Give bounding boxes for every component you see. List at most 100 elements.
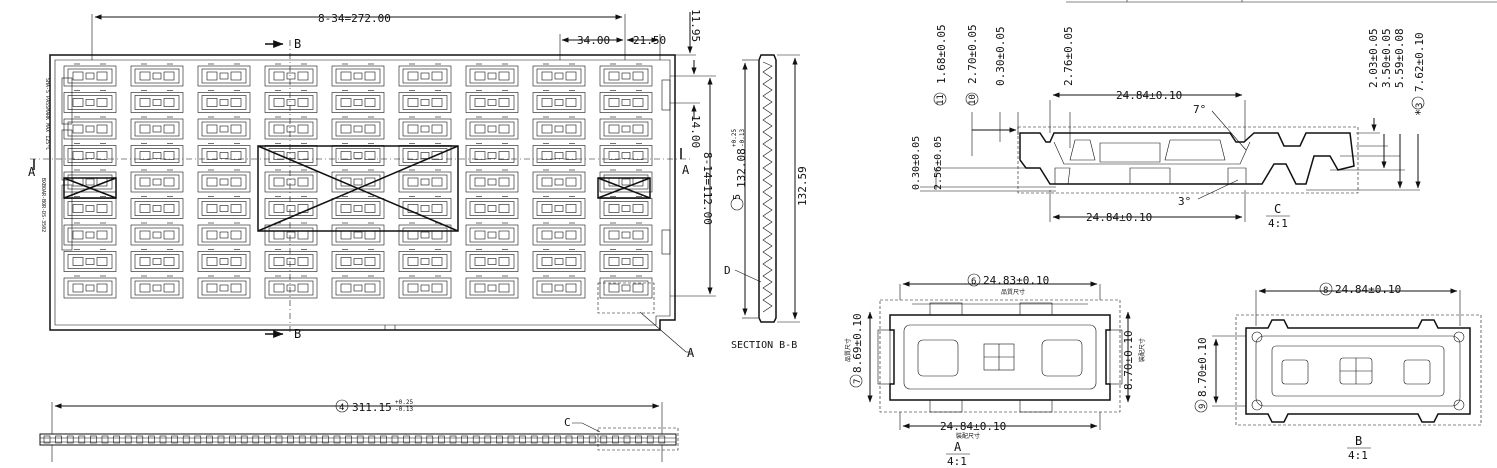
section-dim-5-tol-up: +0.25 — [731, 129, 738, 147]
section-title: SECTION B-B — [731, 340, 797, 351]
pocket — [63, 90, 117, 113]
front-tooth — [136, 435, 144, 444]
front-tooth — [182, 435, 190, 444]
pocket — [465, 222, 519, 246]
front-tooth — [66, 435, 74, 444]
pocket — [264, 90, 318, 113]
a-scale: 4:1 — [947, 455, 967, 468]
left-engraving-1: SHA-S PASSMARK MAX 125°C — [44, 78, 50, 150]
pocket — [331, 275, 385, 299]
pocket — [63, 249, 117, 272]
c-dim-10: 2.70±0.05 — [966, 24, 979, 84]
c-dim-0-30b: 0.30±0.05 — [911, 136, 922, 190]
front-tooth — [124, 435, 132, 444]
pocket — [532, 196, 586, 219]
front-tooth — [322, 435, 329, 444]
c-dim-10-num: 10 — [968, 94, 978, 105]
pocket — [197, 143, 251, 166]
pocket — [599, 143, 653, 166]
a-dim-7-num: 7 — [853, 379, 863, 384]
c-dim-3-num: 3 — [1415, 103, 1425, 108]
c-angle-3: 3° — [1178, 195, 1191, 208]
pocket — [398, 90, 452, 113]
pocket — [63, 116, 117, 140]
pocket — [63, 63, 117, 87]
pocket — [465, 90, 519, 113]
front-tooth — [449, 435, 457, 444]
a-dim-6-note: 品質尺寸 — [1001, 288, 1025, 296]
c-dim-5-59: 5.59±0.08 — [1393, 28, 1406, 88]
pocket — [331, 63, 385, 87]
front-tooth — [345, 435, 352, 444]
a-dim-8-70: 8.70±0.10 — [1122, 330, 1135, 390]
pocket — [532, 143, 586, 166]
pocket — [63, 275, 117, 299]
section-mark-b-bottom: B — [294, 327, 301, 341]
c-dim-0-30a: 0.30±0.05 — [994, 26, 1007, 86]
c-angle-7: 7° — [1193, 103, 1206, 116]
pocket — [130, 222, 184, 246]
front-tooth — [55, 435, 62, 444]
front-tooth — [565, 435, 573, 444]
a-dim-6-num: 6 — [971, 277, 976, 287]
front-tooth — [484, 435, 492, 444]
b-scale: 4:1 — [1348, 449, 1368, 462]
c-dim-11-num: 11 — [936, 94, 946, 105]
title-block-corner — [1066, 0, 1497, 3]
pocket — [398, 116, 452, 140]
pocket — [465, 63, 519, 87]
pocket — [532, 222, 586, 246]
pocket — [398, 169, 452, 193]
pocket — [331, 196, 385, 219]
a-dim-6: 24.83±0.10 — [983, 274, 1049, 287]
front-tooth — [554, 435, 561, 444]
front-tooth — [588, 435, 596, 444]
pocket — [264, 249, 318, 272]
front-teeth — [43, 435, 666, 444]
pocket — [532, 116, 586, 140]
pocket — [331, 222, 385, 246]
front-tooth — [148, 435, 155, 444]
dim-pitch-y: 8-14=112.00 — [701, 152, 714, 225]
front-tooth — [519, 435, 526, 444]
pocket — [398, 249, 452, 272]
pocket — [264, 222, 318, 246]
pocket — [197, 63, 251, 87]
pocket — [398, 63, 452, 87]
pocket — [130, 196, 184, 219]
view-mark-a-left: A — [28, 165, 36, 179]
front-tooth — [356, 435, 364, 444]
front-tooth — [101, 435, 109, 444]
front-tooth — [623, 435, 631, 444]
front-tooth — [310, 435, 318, 444]
c-dim-11: 1.68±0.05 — [935, 24, 948, 84]
pocket — [130, 169, 184, 193]
pocket — [197, 249, 251, 272]
pocket — [130, 63, 184, 87]
dim-14: 14.00 — [689, 115, 702, 148]
pocket — [532, 63, 586, 87]
pocket — [197, 116, 251, 140]
b-dim-9: 8.70±0.10 — [1196, 337, 1209, 397]
section-dim-5-num: 5 — [732, 194, 743, 200]
front-tooth — [507, 435, 515, 444]
pocket — [532, 169, 586, 193]
pocket — [197, 275, 251, 299]
front-tooth — [403, 435, 410, 444]
front-tooth — [426, 435, 434, 444]
pocket — [130, 249, 184, 272]
pocket — [599, 249, 653, 272]
pocket — [130, 143, 184, 166]
front-view: 4 311.15 +0.25 -0.13 C — [39, 399, 679, 462]
front-tooth — [472, 435, 480, 444]
dim-21-5: 21.50 — [633, 34, 666, 47]
c-dim-3-50: 3.50±0.05 — [1380, 28, 1393, 88]
pocket — [599, 196, 653, 219]
pocket — [532, 90, 586, 113]
pocket — [599, 90, 653, 113]
front-tooth — [461, 435, 468, 444]
leader-a: A — [687, 346, 695, 360]
pocket — [599, 63, 653, 87]
front-tooth — [600, 435, 608, 444]
